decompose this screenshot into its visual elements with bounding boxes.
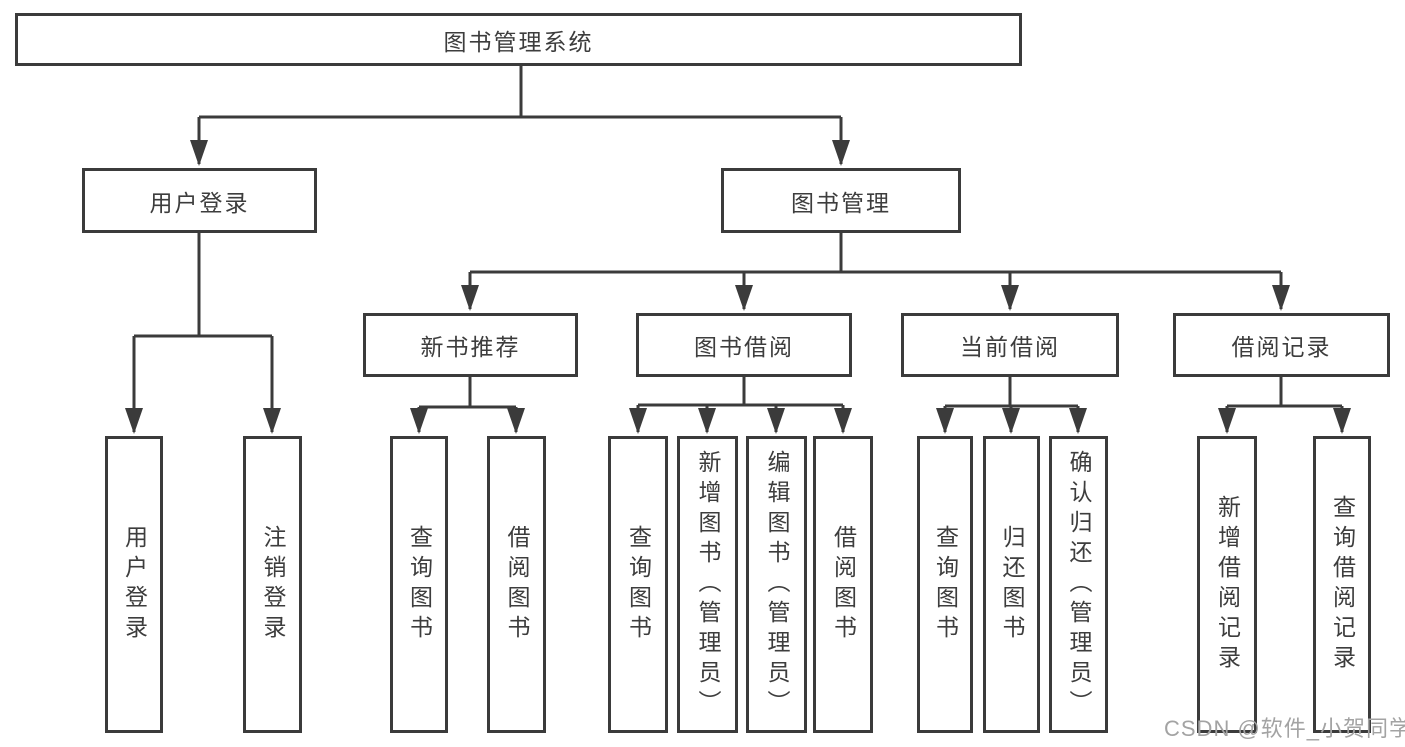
node-library-system: 图书管理系统: [15, 13, 1022, 66]
csdn-watermark: CSDN @软件_小贺同学: [1164, 716, 1405, 741]
node-borrow-record: 借阅记录: [1173, 313, 1390, 377]
connector-root: [197, 66, 843, 164]
leaf-borrow-books-recommend: 借阅图书: [487, 436, 546, 733]
leaf-query-borrow-record: 查询借阅记录: [1313, 436, 1371, 733]
arrow-user-login: [190, 140, 208, 166]
leaf-logout: 注销登录: [243, 436, 302, 733]
leaf-return-books-label: 归还图书: [999, 524, 1025, 645]
leaf-edit-books-admin: 编辑图书（管理员）: [746, 436, 807, 733]
connector-new-book: [417, 377, 518, 432]
leaf-confirm-return-admin-label: 确认归还（管理员）: [1066, 449, 1092, 720]
leaf-query-borrow-record-label: 查询借阅记录: [1329, 494, 1356, 675]
leaf-user-login-label: 用户登录: [121, 524, 148, 645]
leaf-user-login: 用户登录: [105, 436, 163, 733]
connector-user-login: [132, 233, 274, 432]
leaf-query-books-current: 查询图书: [917, 436, 973, 733]
node-book-borrow: 图书借阅: [636, 313, 852, 377]
node-library-system-label: 图书管理系统: [443, 28, 594, 55]
leaf-edit-books-admin-label: 编辑图书（管理员）: [764, 449, 790, 720]
leaf-return-books: 归还图书: [983, 436, 1040, 733]
leaf-query-books-current-label: 查询图书: [932, 524, 959, 645]
node-current-borrow: 当前借阅: [901, 313, 1119, 377]
arrow-book-mgmt: [832, 140, 850, 166]
node-current-borrow-label: 当前借阅: [960, 334, 1060, 360]
node-book-management-label: 图书管理: [791, 189, 891, 216]
leaf-add-borrow-record-label: 新增借阅记录: [1214, 494, 1241, 675]
leaf-query-books-borrow-label: 查询图书: [625, 524, 652, 645]
node-borrow-record-label: 借阅记录: [1231, 334, 1332, 360]
leaf-confirm-return-admin: 确认归还（管理员）: [1049, 436, 1108, 733]
leaf-borrow-books: 借阅图书: [813, 436, 873, 733]
connector-book-borrow: [636, 377, 845, 432]
connector-book-mgmt: [468, 233, 1283, 309]
node-user-login-label: 用户登录: [149, 189, 250, 216]
leaf-logout-label: 注销登录: [260, 524, 286, 645]
node-user-login: 用户登录: [82, 168, 317, 233]
leaf-add-borrow-record: 新增借阅记录: [1197, 436, 1257, 733]
leaf-add-books-admin: 新增图书（管理员）: [677, 436, 738, 733]
node-book-management: 图书管理: [721, 168, 961, 233]
leaf-query-books-recommend: 查询图书: [390, 436, 448, 733]
connector-borrow-record: [1225, 377, 1344, 432]
node-new-book-recommend-label: 新书推荐: [420, 334, 521, 360]
leaf-query-books-borrow: 查询图书: [608, 436, 668, 733]
leaf-borrow-books-label: 借阅图书: [830, 524, 857, 645]
node-new-book-recommend: 新书推荐: [363, 313, 578, 377]
node-book-borrow-label: 图书借阅: [694, 334, 794, 360]
leaf-add-books-admin-label: 新增图书（管理员）: [695, 449, 721, 720]
leaf-query-books-recommend-label: 查询图书: [406, 524, 433, 645]
leaf-borrow-books-recommend-label: 借阅图书: [504, 524, 530, 645]
